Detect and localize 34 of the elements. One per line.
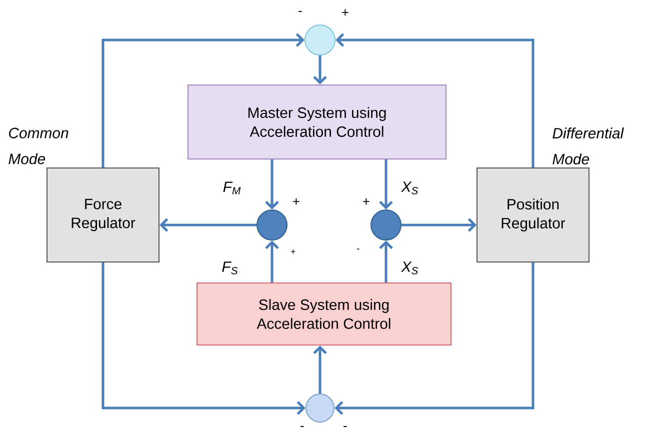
mode-label: Common Mode — [8, 128, 68, 164]
summing-junction — [256, 210, 288, 240]
arrow — [313, 56, 327, 84]
regulator-box: Force Regulator — [46, 168, 160, 262]
process-box: Master System using Acceleration Control — [188, 84, 446, 160]
summing-junction — [370, 210, 402, 240]
arrow — [334, 262, 534, 415]
arrow — [336, 33, 534, 168]
edge-label: F$_{M}$ — [222, 180, 242, 196]
sign-label: - — [344, 426, 347, 428]
mode-label: Differential Mode — [552, 128, 624, 164]
arrow — [265, 240, 279, 282]
edge-label: X$_{S}$ — [400, 260, 420, 276]
arrow — [379, 240, 393, 282]
sign-label: - — [356, 248, 360, 250]
arrow — [160, 218, 256, 232]
summing-junction — [306, 394, 334, 422]
sign-label: + — [293, 198, 300, 205]
summing-junction — [304, 24, 336, 56]
arrow — [102, 33, 304, 168]
arrow — [102, 262, 306, 415]
regulator-box: Position Regulator — [476, 168, 590, 262]
arrow — [379, 160, 393, 210]
arrow — [313, 345, 327, 394]
arrow — [265, 160, 279, 210]
sign-label: + — [290, 249, 296, 254]
sign-label: + — [342, 9, 348, 16]
arrow — [402, 218, 476, 232]
process-box: Slave System using Acceleration Control — [196, 282, 452, 346]
sign-label: + — [363, 198, 370, 205]
edge-label: X$_{S}$ — [400, 180, 420, 196]
sign-label: - — [300, 426, 304, 428]
edge-label: F$_{S}$ — [220, 260, 240, 276]
sign-label: - — [298, 11, 302, 12]
